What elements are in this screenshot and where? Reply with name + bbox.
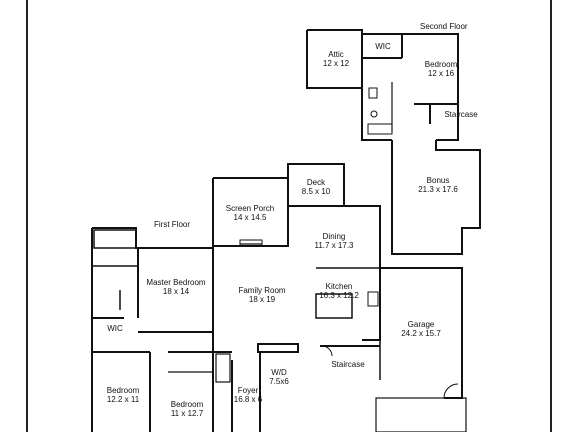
room-bonus-size: 21.3 x 17.6: [418, 185, 458, 194]
room-master-bedroom: Master Bedroom 18 x 14: [142, 278, 210, 296]
bath-tub: [367, 123, 393, 135]
room-kitchen-size: 16.3 x 12.2: [319, 291, 359, 300]
bath-sink: [368, 87, 378, 99]
garage-door: [375, 397, 467, 432]
room-bedroom-upper-name: Bedroom: [424, 60, 458, 69]
room-attic-size: 12 x 12: [322, 59, 350, 68]
wd-walls: [257, 343, 299, 353]
room-dining: Dining 11.7 x 17.3: [304, 232, 364, 250]
room-garage-name: Garage: [407, 320, 435, 329]
room-bedroom-upper: Bedroom 12 x 16: [416, 60, 466, 78]
room-wd-name: W/D: [271, 368, 287, 377]
dining-walls: [288, 205, 381, 268]
garage-door-swing: [443, 383, 459, 399]
room-wic-lower: WIC: [100, 324, 130, 333]
kitchen-island: [315, 293, 353, 319]
room-staircase-upper: Staircase: [436, 110, 486, 119]
room-screen-porch-name: Screen Porch: [225, 204, 275, 213]
room-bonus-name: Bonus: [426, 176, 450, 185]
room-master-bedroom-name: Master Bedroom: [146, 278, 206, 287]
room-kitchen-name: Kitchen: [325, 282, 353, 291]
hall-wall: [361, 88, 392, 141]
bath-tub-lower: [215, 353, 231, 383]
bath-toilet: [370, 110, 378, 118]
garage-west-wall: [362, 268, 381, 341]
room-family-size: 18 x 19: [248, 295, 276, 304]
room-attic: Attic 12 x 12: [316, 50, 356, 68]
room-wic-upper: WIC: [366, 42, 400, 51]
room-kitchen: Kitchen 16.3 x 12.2: [314, 282, 364, 300]
room-wic-upper-name: WIC: [375, 42, 391, 51]
bedroom-lower-wall: [436, 104, 459, 141]
room-family: Family Room 18 x 19: [232, 286, 292, 304]
room-dining-size: 11.7 x 17.3: [314, 241, 354, 250]
second-floor-outline: [362, 33, 459, 104]
porch-step: [239, 239, 263, 247]
room-bedroom-a: Bedroom 12.2 x 11: [98, 386, 148, 404]
room-family-name: Family Room: [238, 286, 286, 295]
room-wd-size: 7.5x6: [269, 377, 289, 386]
room-staircase-lower-name: Staircase: [331, 360, 365, 369]
room-bedroom-b-name: Bedroom: [170, 400, 204, 409]
room-garage: Garage 24.2 x 15.7: [396, 320, 446, 338]
master-tub: [93, 229, 137, 249]
kitchen-stove: [367, 291, 379, 307]
room-screen-porch: Screen Porch 14 x 14.5: [218, 204, 282, 222]
room-bedroom-upper-size: 12 x 16: [427, 69, 455, 78]
room-master-bedroom-size: 18 x 14: [162, 287, 190, 296]
screen-porch-walls: [212, 177, 289, 247]
first-floor-label: First Floor: [154, 220, 190, 229]
room-wd: W/D 7.5x6: [264, 368, 294, 386]
room-bonus: Bonus 21.3 x 17.6: [410, 176, 466, 194]
room-foyer: Foyer 16.8 x 6: [230, 386, 266, 404]
room-bedroom-b: Bedroom 11 x 12.7: [162, 400, 212, 418]
staircase-door-swing: [321, 345, 333, 357]
room-screen-porch-size: 14 x 14.5: [233, 213, 267, 222]
room-bedroom-a-name: Bedroom: [106, 386, 140, 395]
room-attic-name: Attic: [328, 50, 344, 59]
second-floor-label: Second Floor: [420, 22, 468, 31]
room-wic-lower-name: WIC: [107, 324, 123, 333]
room-staircase-upper-name: Staircase: [444, 110, 478, 119]
room-bedroom-b-size: 11 x 12.7: [170, 409, 204, 418]
room-staircase-lower: Staircase: [320, 360, 376, 369]
room-foyer-size: 16.8 x 6: [233, 395, 263, 404]
room-garage-size: 24.2 x 15.7: [401, 329, 441, 338]
room-bedroom-a-size: 12.2 x 11: [106, 395, 140, 404]
room-deck-name: Deck: [306, 178, 326, 187]
room-dining-name: Dining: [322, 232, 346, 241]
room-deck: Deck 8.5 x 10: [294, 178, 338, 196]
room-deck-size: 8.5 x 10: [301, 187, 331, 196]
room-foyer-name: Foyer: [237, 386, 259, 395]
bonus-walls: [391, 140, 481, 255]
